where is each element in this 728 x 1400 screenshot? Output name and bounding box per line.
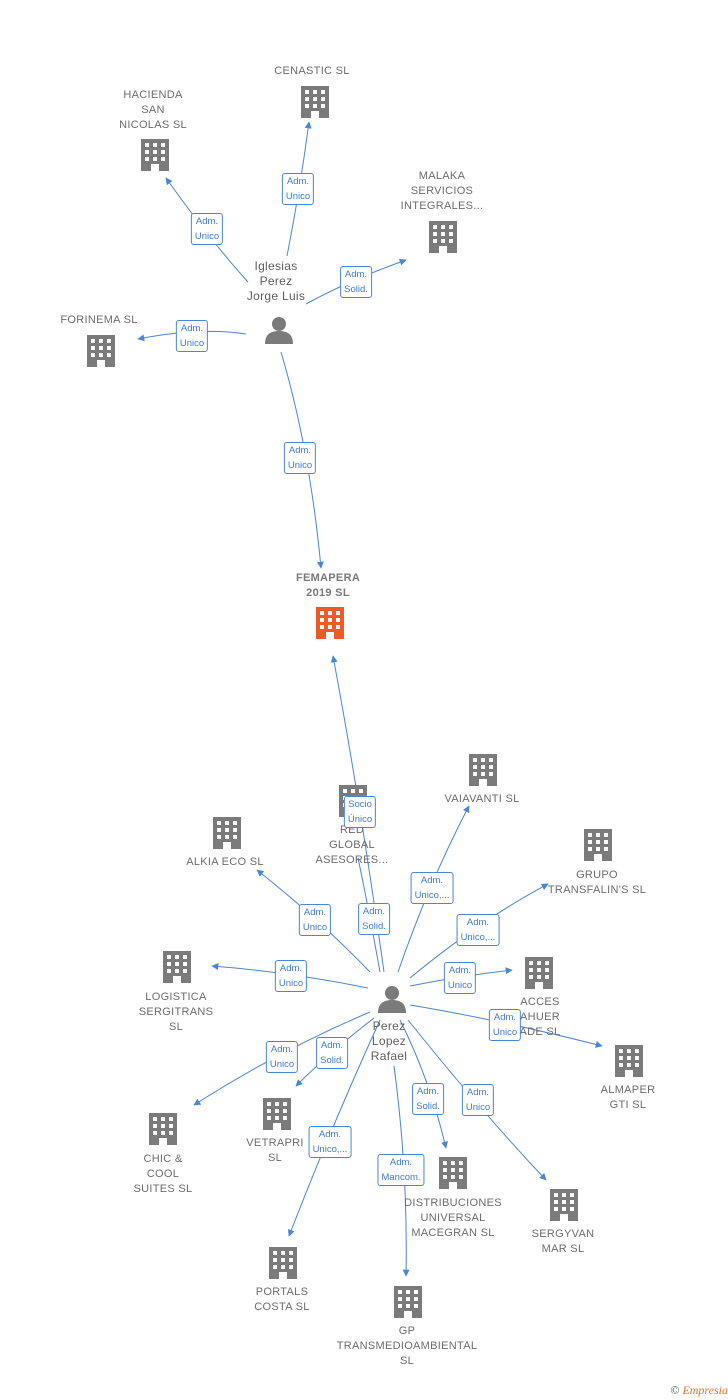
relation-perez-grupo: Adm.Unico,... — [456, 914, 500, 946]
portals-building-icon — [269, 1247, 297, 1279]
company-label-grupo[interactable]: GRUPO TRANSFALIN'S SL — [547, 869, 647, 896]
gp-building-icon — [394, 1286, 422, 1318]
chic-building-icon — [149, 1113, 177, 1145]
company-label-cenastic[interactable]: CENASTIC SL — [274, 65, 350, 77]
relation-perez-portals: Adm.Unico,... — [308, 1126, 352, 1158]
company-label-chic[interactable]: CHIC & COOL SUITES SL — [133, 1153, 193, 1195]
relation-perez-red: Adm.Solid. — [358, 903, 390, 935]
company-label-red-global[interactable]: RED GLOBAL ASESORES... — [315, 824, 389, 866]
hacienda-building-icon — [141, 139, 169, 171]
relation-perez-logistica: Adm.Unico — [274, 960, 308, 992]
perez-person-icon — [378, 986, 406, 1013]
company-label-malaka[interactable]: MALAKA SERVICIOS INTEGRALES... — [400, 170, 484, 212]
person-label-perez[interactable]: Perez Lopez Rafael — [370, 1019, 408, 1063]
relation-perez-vetrapri: Adm.Solid. — [316, 1037, 348, 1069]
company-label-sergyvan[interactable]: SERGYVAN MAR SL — [531, 1228, 595, 1255]
company-label-almaper[interactable]: ALMAPER GTI SL — [600, 1084, 656, 1111]
cenastic-building-icon — [301, 86, 329, 118]
iglesias-person-icon — [265, 317, 293, 344]
relation-perez-sergyvan: Adm.Unico — [461, 1084, 495, 1116]
distribuciones-building-icon — [439, 1157, 467, 1189]
relation-iglesias-cenastic: Adm.Unico — [281, 173, 315, 205]
grupo-building-icon — [584, 829, 612, 861]
relation-iglesias-hacienda: Adm.Unico — [190, 213, 224, 245]
vaiavanti-building-icon — [469, 754, 497, 786]
company-label-portals[interactable]: PORTALS COSTA SL — [254, 1286, 310, 1313]
relation-perez-gp: Adm.Mancom. — [377, 1154, 425, 1186]
relation-perez-acces: Adm.Unico — [443, 962, 477, 994]
relation-perez-chic: Adm.Unico — [265, 1041, 299, 1073]
sergyvan-building-icon — [550, 1189, 578, 1221]
relation-perez-alkia: Adm.Unico — [298, 904, 332, 936]
company-label-gp[interactable]: GP TRANSMEDIOAMBIENTAL SL — [336, 1325, 478, 1367]
forinema-building-icon — [87, 335, 115, 367]
footer-brand: © Empresia — [670, 1383, 728, 1398]
alkia-building-icon — [213, 817, 241, 849]
femapera-building-icon — [316, 607, 344, 639]
company-label-logistica[interactable]: LOGISTICA SERGITRANS SL — [138, 991, 214, 1033]
malaka-building-icon — [429, 221, 457, 253]
company-label-vaiavanti[interactable]: VAIAVANTI SL — [444, 793, 520, 805]
company-label-forinema[interactable]: FORINEMA SL — [60, 314, 138, 326]
company-label-vetrapri[interactable]: VETRAPRI SL — [246, 1137, 304, 1164]
edge-perez-distribuciones — [399, 1019, 448, 1149]
relation-iglesias-femapera: Adm.Unico — [283, 442, 317, 474]
relation-perez-vaiavanti: Adm.Unico,... — [410, 872, 454, 904]
company-label-alkia[interactable]: ALKIA ECO SL — [186, 856, 264, 868]
relation-perez-distribuciones: Adm.Solid. — [412, 1083, 444, 1115]
copyright-icon: © — [670, 1383, 680, 1397]
relation-perez-almaper: Adm.Unico — [488, 1009, 522, 1041]
brand-logo: Empresia — [682, 1383, 728, 1397]
company-label-hacienda[interactable]: HACIENDA SAN NICOLAS SL — [119, 89, 187, 131]
vetrapri-building-icon — [263, 1098, 291, 1130]
logistica-building-icon — [163, 951, 191, 983]
relation-iglesias-forinema: Adm.Unico — [175, 320, 209, 352]
person-label-iglesias[interactable]: Iglesias Perez Jorge Luis — [246, 259, 306, 303]
company-label-acces[interactable]: ACCES AHUER ADE SL — [519, 996, 561, 1038]
relation-iglesias-malaka: Adm.Solid. — [340, 266, 372, 298]
acces-building-icon — [525, 957, 553, 989]
almaper-building-icon — [615, 1045, 643, 1077]
company-label-femapera[interactable]: FEMAPERA 2019 SL — [295, 572, 361, 599]
company-label-distribuciones[interactable]: DISTRIBUCIONES UNIVERSAL MACEGRAN SL — [404, 1197, 502, 1239]
